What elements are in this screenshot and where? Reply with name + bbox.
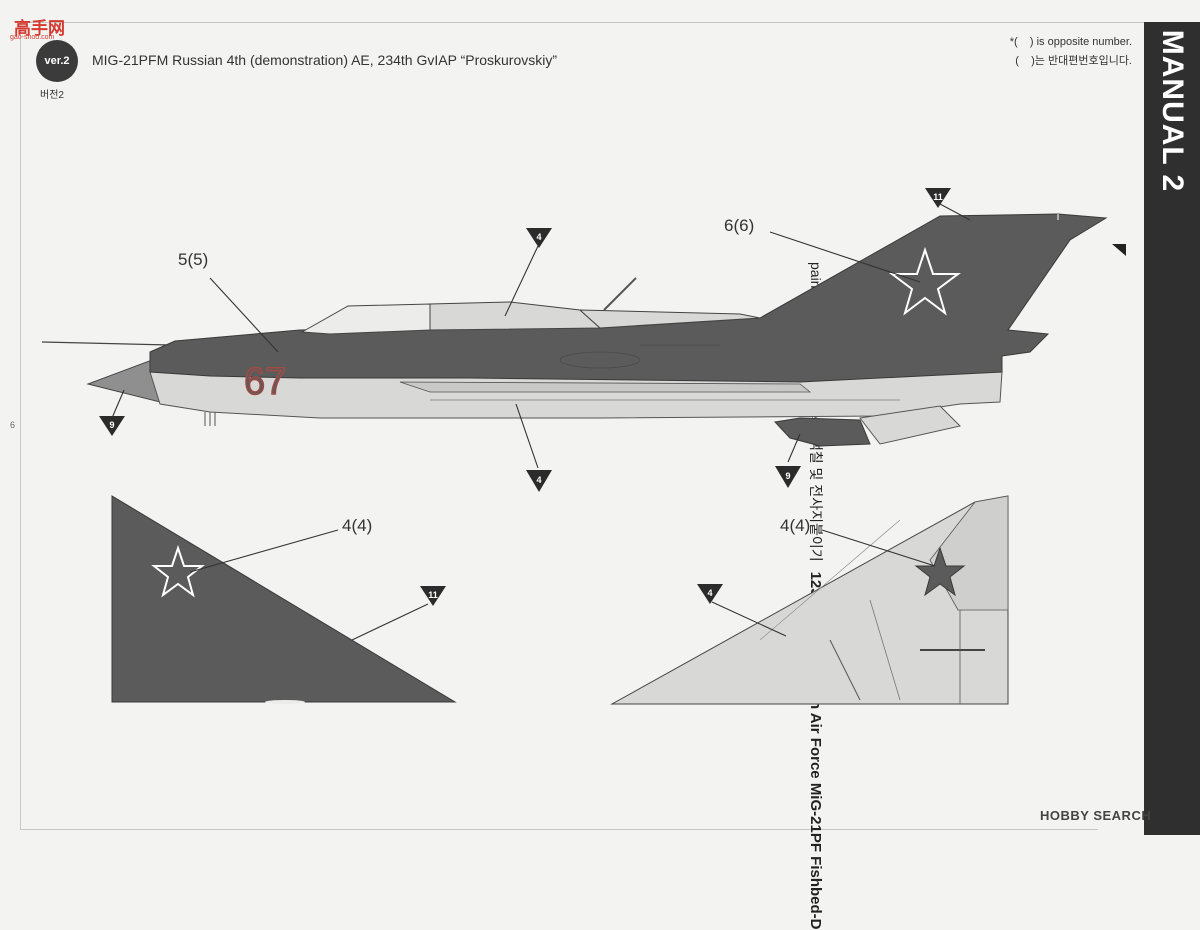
lower-wing xyxy=(610,495,1009,705)
hobby-search-watermark: HOBBY SEARCH xyxy=(1040,808,1152,823)
dorsal-spine xyxy=(578,309,761,329)
callout-decal-5: 5(5) xyxy=(178,250,209,269)
marker-nose: 9 xyxy=(99,416,125,436)
marker-fin: 11 xyxy=(925,188,951,208)
marker-ventral: 9 xyxy=(775,466,801,488)
upper-fuselage-camo xyxy=(149,213,1108,383)
nose-cone xyxy=(86,359,161,403)
lower-wing-star-icon xyxy=(914,546,966,597)
upper-wing xyxy=(111,495,457,703)
fin-star-icon xyxy=(889,246,961,316)
marker-belly-label: 4 xyxy=(536,475,541,485)
aircraft-drawings: 67 xyxy=(41,188,1108,705)
marker-lower-wing: 4 xyxy=(697,584,723,604)
marker-belly: 4 xyxy=(526,470,552,492)
right-title-strip xyxy=(1144,22,1200,835)
callout-decal-4-upper-wing: 4(4) xyxy=(342,516,373,535)
lower-fuselage xyxy=(149,371,1003,419)
callout-decal-6: 6(6) xyxy=(724,216,755,235)
leader-lines xyxy=(111,203,971,641)
upper-wing-view xyxy=(111,495,457,704)
scheme-title: MIG-21PFM Russian 4th (demonstration) AE… xyxy=(92,52,558,68)
callout-decal-4-lower-wing: 4(4) xyxy=(780,516,811,535)
note-opposite-number-ko: ( )는 반대편번호입니다. xyxy=(1015,55,1132,67)
side-profile-aircraft: 67 xyxy=(41,213,1108,447)
page-number: 6 xyxy=(10,420,16,430)
lower-wing-view xyxy=(610,495,1009,705)
instruction-sheet: 高手网 gao-shou.com ver.2 버전2 MIG-21PFM Rus… xyxy=(6,6,1200,930)
ventral-fin xyxy=(773,417,871,447)
version-subtitle: 버전2 xyxy=(40,90,64,101)
upper-wing-star-icon xyxy=(151,544,205,598)
marker-upper-wing-label: 11 xyxy=(428,590,438,600)
marker-fin-label: 11 xyxy=(933,192,943,202)
tail-number: 67 xyxy=(244,361,286,403)
marker-nose-label: 9 xyxy=(109,420,114,430)
watermark-logo: 高手网 gao-shou.com xyxy=(6,6,76,41)
marker-canopy: 4 xyxy=(526,228,552,248)
side-label-panel xyxy=(1098,250,1144,835)
spine-fairing xyxy=(429,301,602,331)
marker-lower-wing-label: 4 xyxy=(707,588,712,598)
marker-ventral-label: 9 xyxy=(785,471,790,481)
marker-canopy-label: 4 xyxy=(536,232,541,242)
watermark-text: 高手网 xyxy=(14,19,65,38)
version-badge: ver.2 xyxy=(36,40,78,82)
watermark-subtext: gao-shou.com xyxy=(10,34,55,41)
note-opposite-number-en: *( ) is opposite number. xyxy=(1009,36,1132,48)
canopy xyxy=(300,303,431,335)
marker-upper-wing: 11 xyxy=(420,586,446,606)
section-arrow-icon xyxy=(1112,244,1126,256)
